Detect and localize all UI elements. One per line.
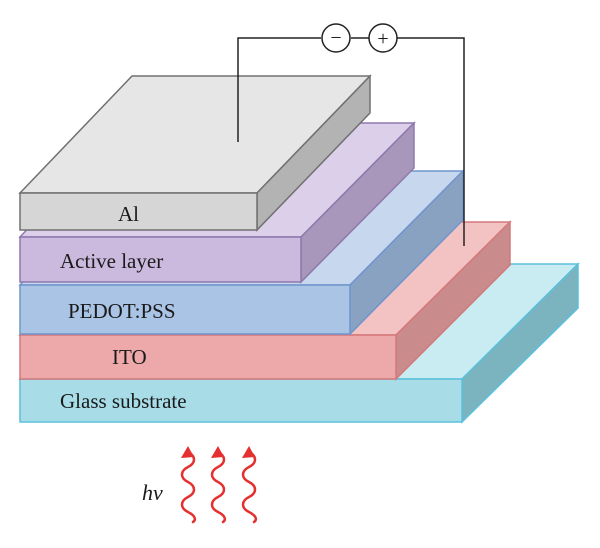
positive-terminal: + [368, 23, 398, 53]
negative-terminal-sign: − [330, 27, 341, 49]
pedot-front-face [19, 284, 351, 335]
light-arrowhead-3 [242, 446, 255, 458]
light-waves [180, 446, 258, 524]
light-arrowhead-1 [181, 446, 194, 458]
positive-terminal-sign: + [377, 28, 388, 50]
light-wave-2 [210, 450, 227, 524]
active-layer-label: Active layer [60, 249, 163, 273]
negative-terminal-circle [321, 23, 351, 53]
positive-wire [397, 37, 465, 246]
light-arrowhead-2 [211, 446, 224, 458]
negative-terminal: − [321, 23, 351, 53]
al-label: Al [118, 202, 139, 226]
positive-terminal-circle [368, 23, 398, 53]
glass-substrate-label: Glass substrate [60, 389, 187, 413]
ito-front-face [19, 334, 397, 380]
negative-wire [237, 37, 321, 142]
layer-al: Al [18, 74, 372, 232]
glass-front-face [19, 378, 463, 423]
ito-label: ITO [112, 345, 147, 369]
light-wave-1 [180, 450, 197, 524]
al-front-face [19, 192, 258, 231]
incident-light: hν [142, 446, 258, 524]
pedot-pss-label: PEDOT:PSS [68, 299, 176, 323]
light-label: hν [142, 480, 163, 505]
light-wave-3 [241, 450, 258, 524]
active-front-face [19, 236, 302, 283]
circuit [237, 37, 465, 246]
